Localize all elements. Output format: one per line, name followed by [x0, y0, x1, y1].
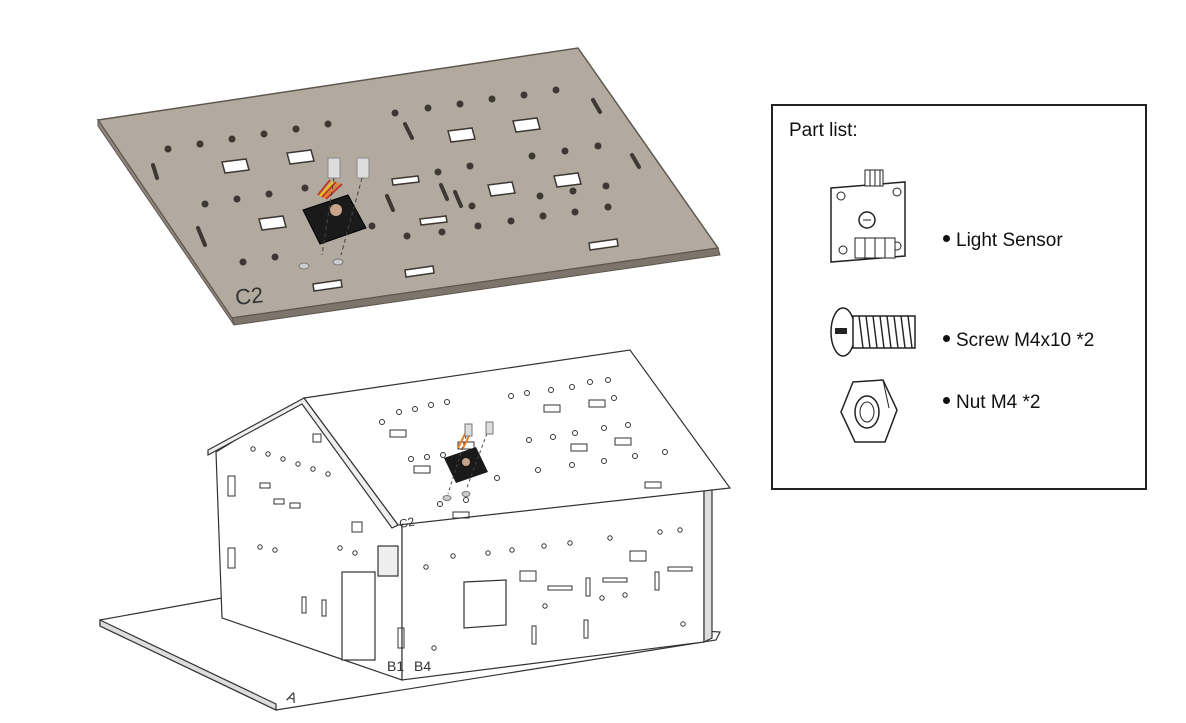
screw-icon [830, 307, 916, 357]
bullet-icon [943, 335, 950, 343]
house-label-wall-right: B4 [414, 658, 431, 674]
part-label-screw: Screw M4x10 *2 [956, 330, 1095, 351]
house-label-roof: C2 [398, 514, 416, 531]
light-sensor-on-plate [298, 157, 370, 270]
nut-icon [840, 379, 898, 443]
bullet-icon [943, 235, 950, 243]
assembled-house [99, 349, 732, 711]
part-list-panel: Part list: Light Sensor Screw M4x10 *2 [771, 104, 1147, 490]
plate-label-c2: C2 [234, 282, 265, 310]
roof-plate-c2 [96, 47, 721, 326]
part-list-title: Part list: [789, 120, 858, 141]
part-item-light-sensor: Light Sensor [943, 230, 1063, 252]
house-slots [227, 399, 693, 649]
house-holes [250, 377, 686, 651]
part-item-screw: Screw M4x10 *2 [943, 330, 1094, 352]
bullet-icon [943, 397, 950, 405]
part-item-nut: Nut M4 *2 [943, 392, 1040, 414]
light-sensor-on-roof [442, 421, 494, 501]
house-label-wall-left: B1 [387, 658, 404, 674]
part-label-nut: Nut M4 *2 [956, 392, 1041, 413]
part-label-light-sensor: Light Sensor [956, 230, 1063, 251]
light-sensor-icon [830, 169, 906, 263]
